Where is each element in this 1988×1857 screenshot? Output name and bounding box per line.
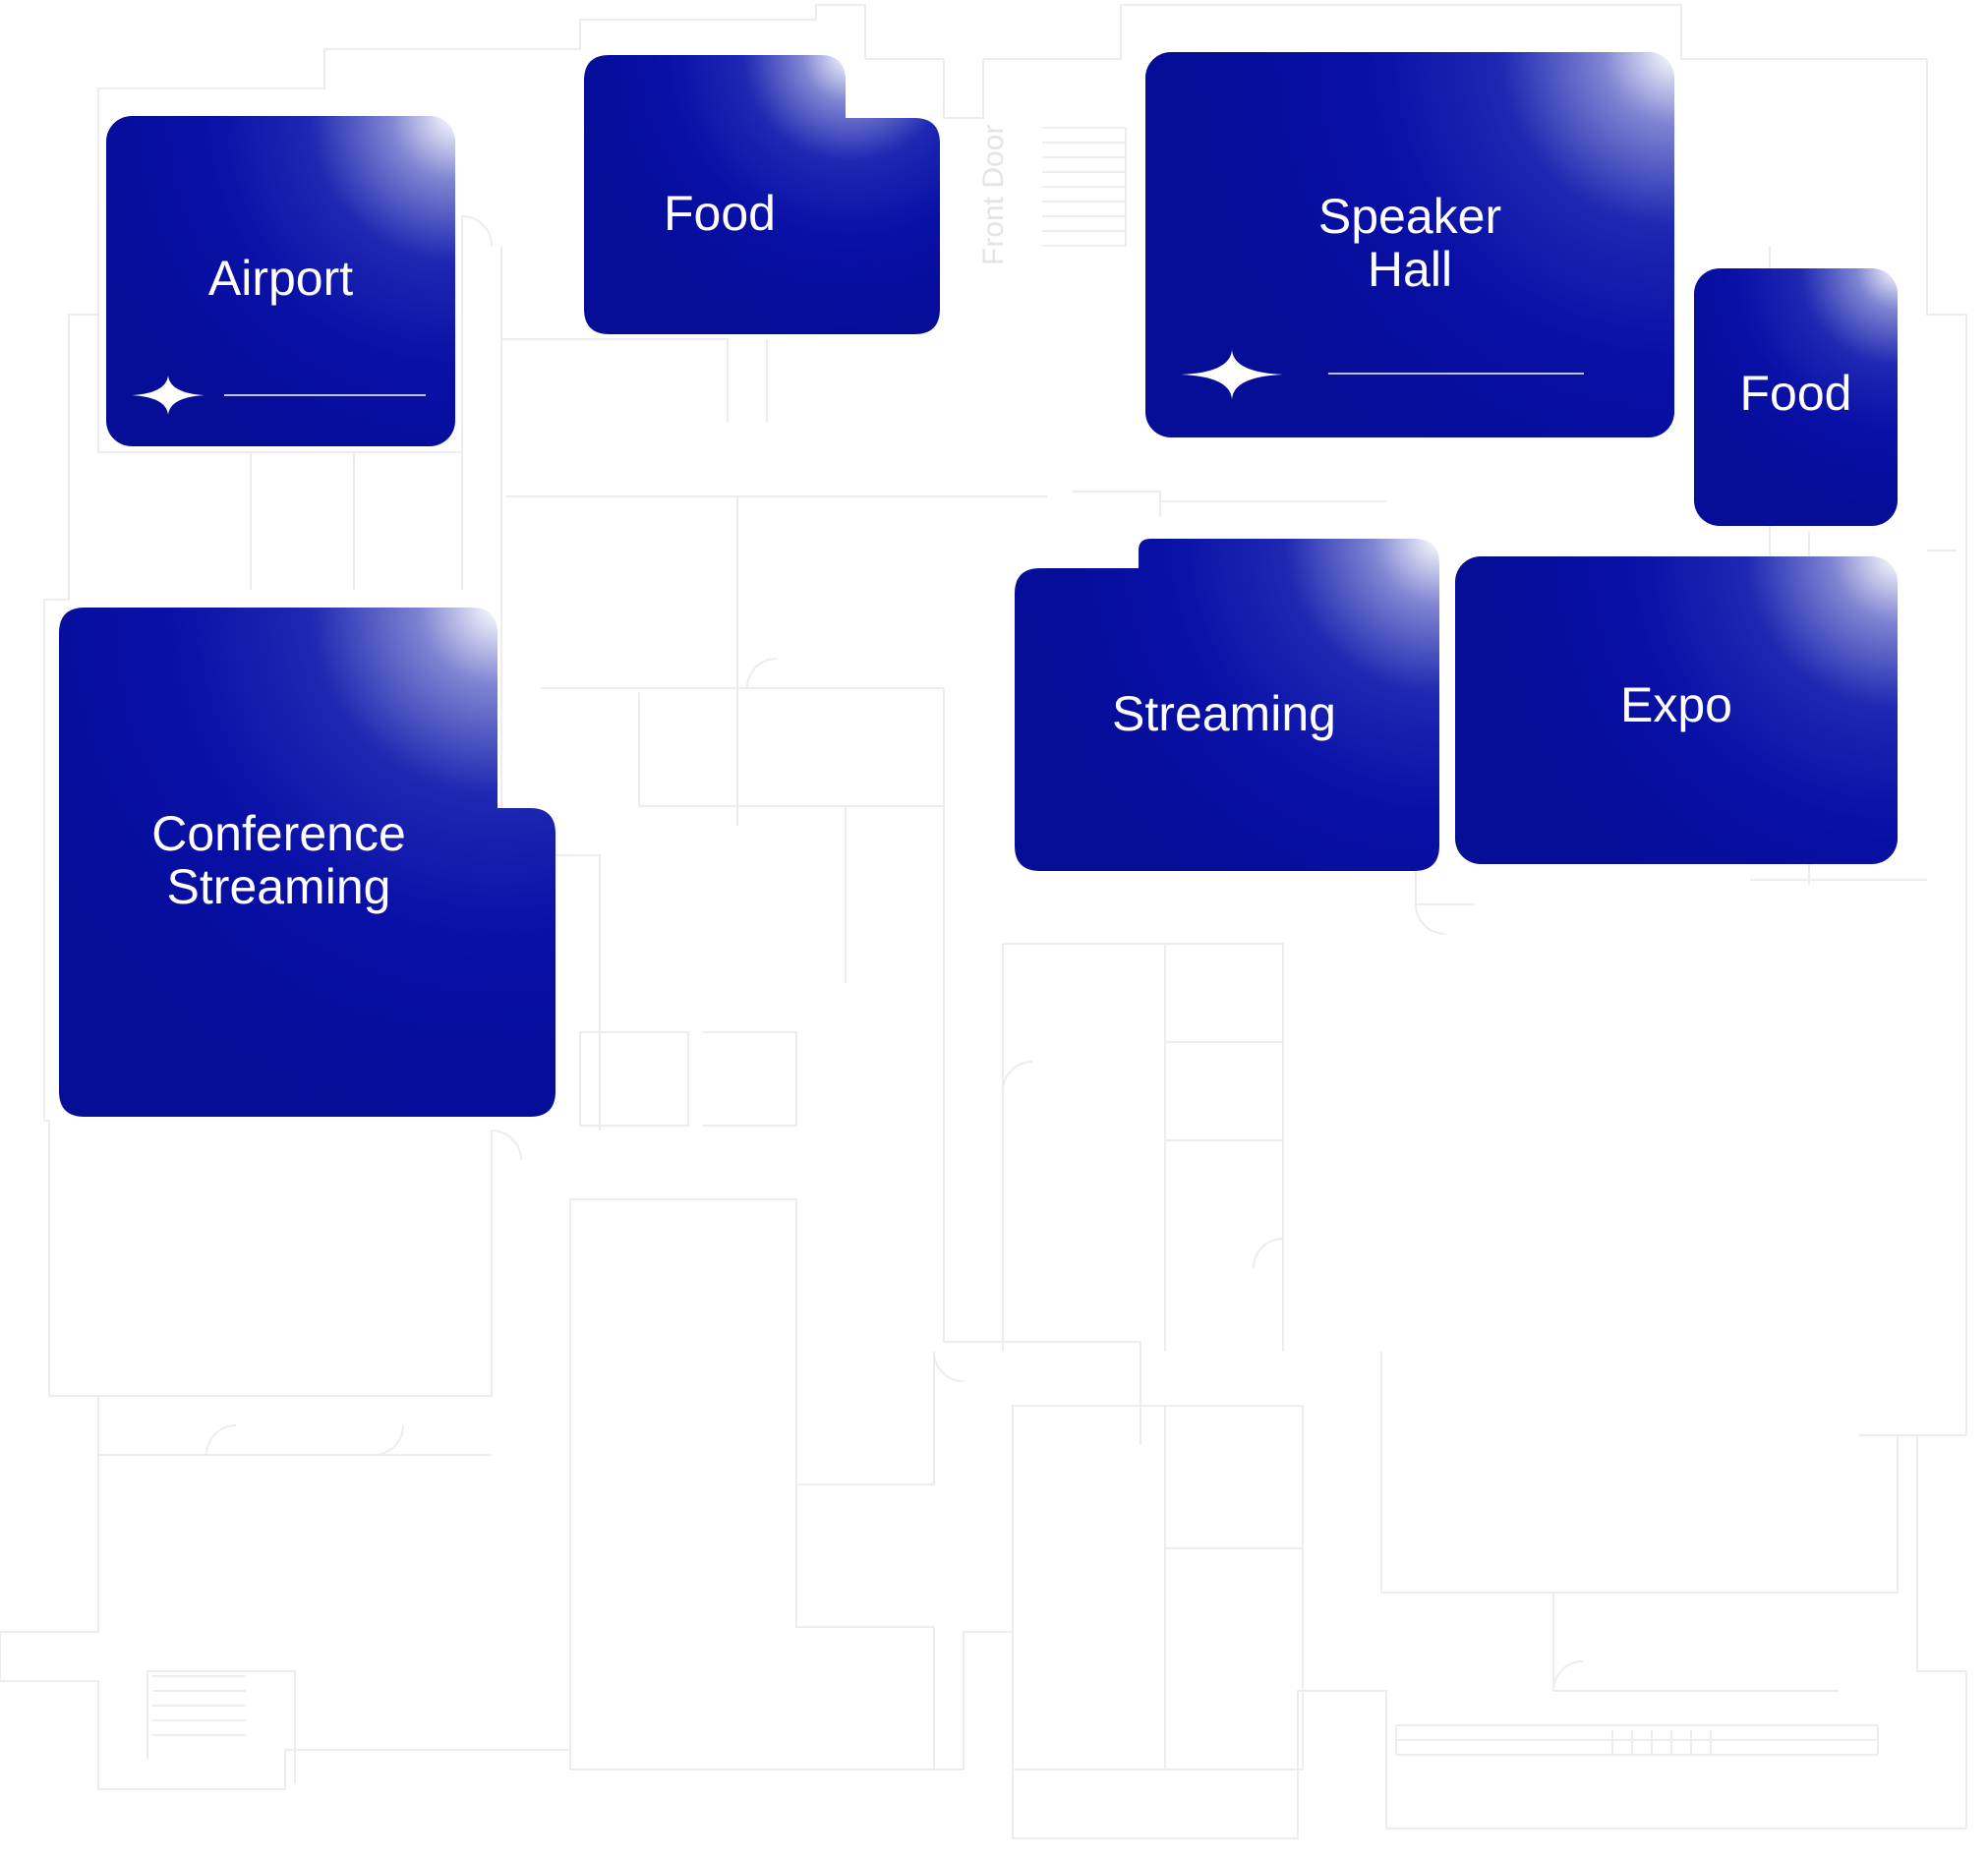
zone-food-north[interactable]: Food [584,55,940,334]
zone-airport[interactable]: Airport [106,116,455,446]
sparkle-icon [1181,350,1283,399]
front-door-label: Front Door [977,125,1010,265]
zone-speaker-hall-label: Speaker Hall [1317,189,1502,297]
zone-streaming-label: Streaming [1112,686,1336,741]
zone-speaker-hall[interactable]: Speaker Hall [1145,52,1674,437]
zone-conference-streaming-label: Conference Streaming [151,806,406,914]
zone-conference-streaming[interactable]: Conference Streaming [59,608,555,1117]
zone-food-east[interactable]: Food [1694,268,1898,526]
zone-expo-label: Expo [1620,677,1732,732]
zone-food-east-label: Food [1739,366,1852,421]
zone-airport-label: Airport [207,251,354,306]
zone-expo[interactable]: Expo [1455,556,1898,864]
zone-streaming[interactable]: Streaming [1015,539,1439,871]
sparkle-icon [132,376,205,415]
zone-food-north-label: Food [664,186,776,241]
